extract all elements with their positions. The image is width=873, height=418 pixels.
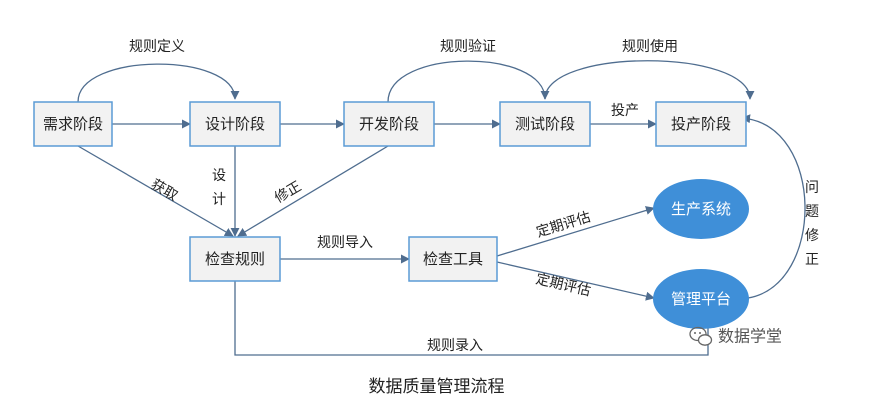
- arrow-rule-definition: [77, 63, 240, 103]
- label-issue-fix-2: 题: [805, 204, 819, 220]
- label-go-live: 投产: [611, 103, 639, 119]
- label-design-v1: 设: [212, 168, 226, 184]
- stage-box-design: 设计阶段: [189, 101, 281, 147]
- arrow-correct: [237, 145, 389, 237]
- wechat-icon: [689, 326, 713, 346]
- arrow-rule-verification: [387, 60, 550, 103]
- production-system-ellipse: 生产系统: [653, 179, 749, 239]
- arrow-rule-usage: [544, 60, 755, 100]
- label-design-v2: 计: [212, 192, 226, 208]
- watermark-text: 数据学堂: [718, 327, 782, 346]
- stage-label-design: 设计阶段: [205, 115, 265, 133]
- label-issue-fix-3: 修: [805, 228, 819, 244]
- stage-box-production: 投产阶段: [655, 101, 747, 147]
- label-acquire: 获取: [148, 177, 180, 205]
- label-issue-fix-1: 问: [805, 180, 819, 196]
- stage-box-testing: 测试阶段: [499, 101, 591, 147]
- watermark: 数据学堂: [689, 326, 782, 346]
- label-correct: 修正: [272, 179, 304, 207]
- check-rules-box: 检查规则: [189, 236, 281, 282]
- arrow-eval-production-system: [496, 206, 655, 257]
- production-system-label: 生产系统: [671, 200, 731, 218]
- check-tools-label: 检查工具: [423, 250, 483, 268]
- stage-label-requirements: 需求阶段: [43, 115, 103, 133]
- label-rule-entry: 规则录入: [427, 338, 483, 354]
- label-rule-import: 规则导入: [317, 235, 373, 251]
- stage-label-production: 投产阶段: [671, 115, 731, 133]
- management-platform-ellipse: 管理平台: [653, 269, 749, 329]
- label-rule-definition: 规则定义: [129, 39, 185, 55]
- diagram-caption: 数据质量管理流程: [368, 377, 505, 397]
- check-rules-label: 检查规则: [205, 250, 265, 268]
- stage-box-requirements: 需求阶段: [33, 101, 113, 147]
- label-rule-usage: 规则使用: [622, 38, 678, 55]
- label-rule-verification: 规则验证: [440, 39, 496, 55]
- arrow-eval-management-platform: [496, 261, 655, 301]
- stage-label-testing: 测试阶段: [515, 115, 575, 133]
- management-platform-label: 管理平台: [671, 290, 731, 308]
- arrow-issue-fix: [741, 114, 806, 299]
- stage-label-development: 开发阶段: [359, 115, 419, 133]
- stage-box-development: 开发阶段: [343, 101, 435, 147]
- arrow-acquire: [77, 145, 234, 237]
- check-tools-box: 检查工具: [408, 236, 498, 282]
- label-periodic-eval-bottom: 定期评估: [534, 271, 592, 299]
- label-issue-fix-4: 正: [805, 252, 819, 268]
